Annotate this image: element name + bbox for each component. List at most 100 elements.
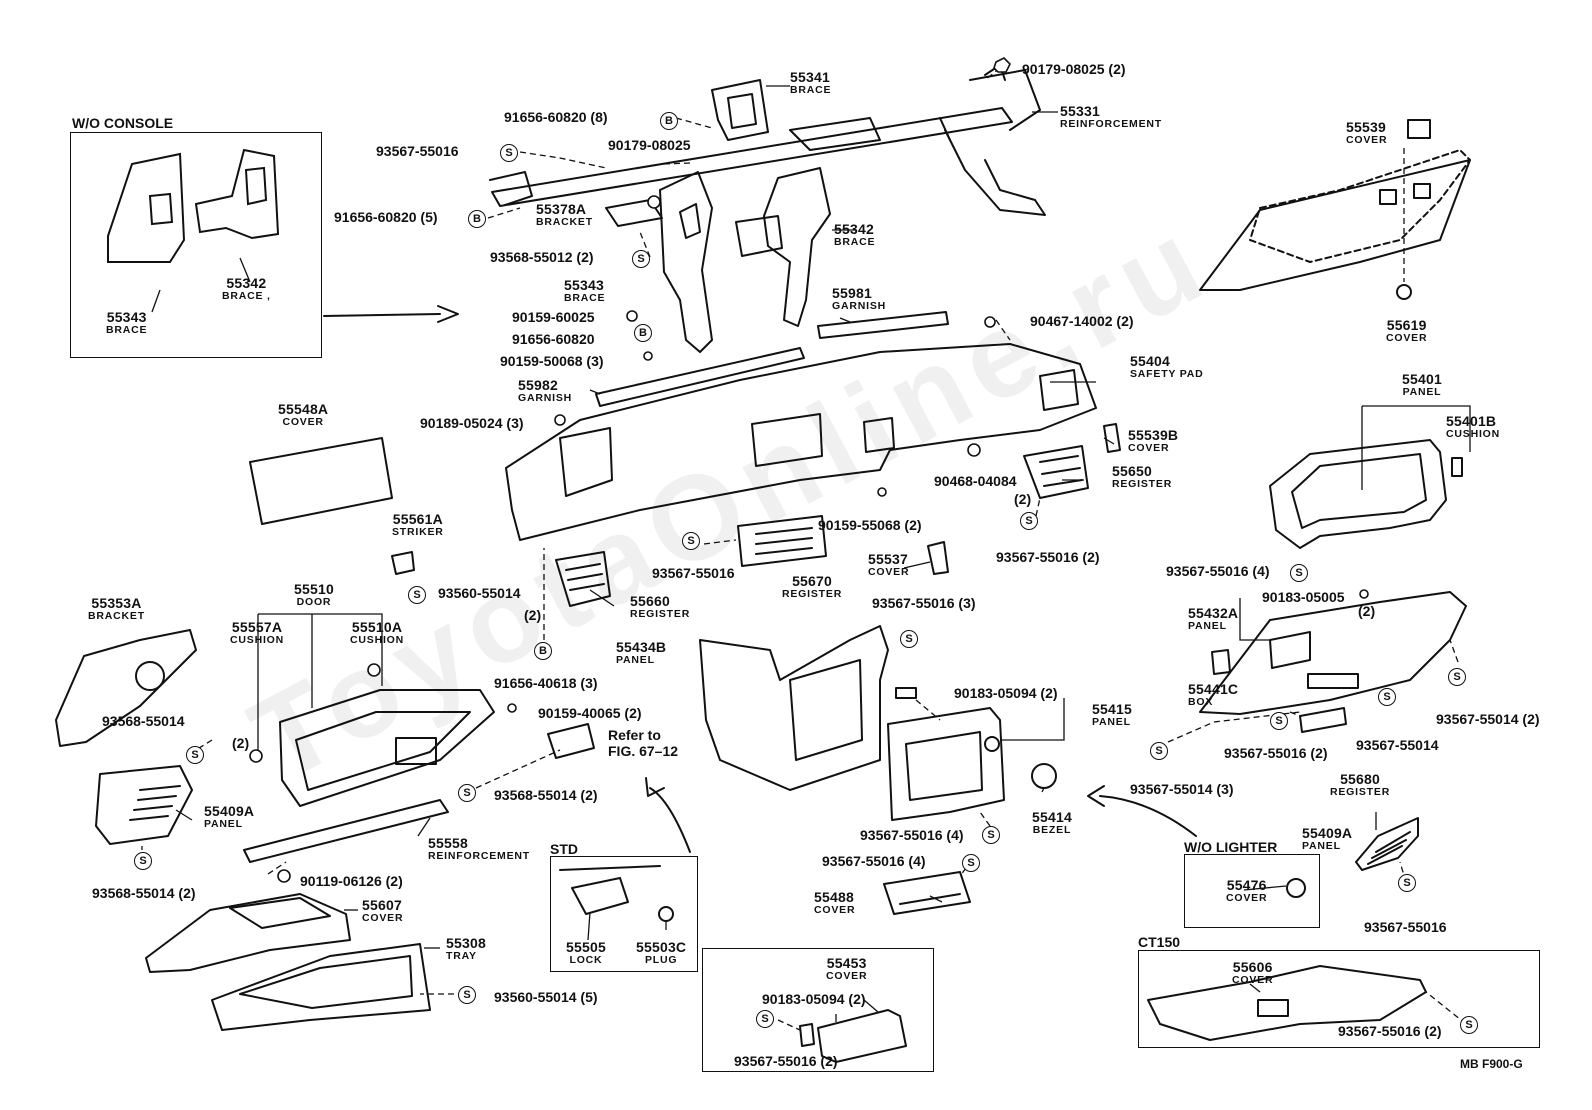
tray-55308-drawing [211,943,431,1031]
b-callout: B [660,112,678,130]
reinforcement-55331-drawing [489,64,1046,216]
fastener-90179-08025-2: 90179-08025 (2) [1022,61,1126,77]
brace-55342-drawing [735,167,831,327]
inset-std [550,856,698,972]
reinforcement-55558-drawing [243,799,449,863]
fastener-93568-55014: 93568-55014 [102,713,185,729]
nut-icon [967,443,981,457]
fastener-93568-55014-2-b: 93568-55014 (2) [92,885,196,901]
b-callout: B [534,642,552,660]
solid-leaders [151,85,1471,1022]
panel-55415-drawing [887,707,1005,821]
s-callout: S [500,144,518,162]
s-callout: S [1150,742,1168,760]
s-callout: S [134,852,152,870]
panel-55409a-right-drawing [1355,817,1419,871]
lock-assembly-drawing [547,723,595,759]
fastener-90183-05005-qty: (2) [1358,603,1376,619]
register-55650-drawing [1023,445,1089,499]
fastener-90159-50068-3: 90159-50068 (3) [500,353,604,369]
fastener-90189-05024-3: 90189-05024 (3) [420,415,524,431]
nut-icon [993,57,1011,73]
garnish-55981-drawing [817,311,949,339]
fastener-93567-55014-a: 93567-55014 [1356,737,1439,753]
s-callout: S [962,854,980,872]
inset-title-wo-console: W/O CONSOLE [72,115,174,131]
cover-55488-drawing [883,871,971,915]
screw-icon [643,351,653,361]
fastener-91656-60820-8: 91656-60820 (8) [504,109,608,125]
s-callout: S [458,986,476,1004]
fastener-93567-55016-c: 93567-55016 [1364,919,1447,935]
screw-icon [507,703,517,713]
fastener-90183-05094-2-a: 90183-05094 (2) [954,685,1058,701]
fastener-91656-60820: 91656-60820 [512,331,595,347]
fastener-93568-55014-2-a: 93568-55014 (2) [494,787,598,803]
refer-note: Refer to FIG. 67–12 [608,727,679,759]
s-callout: S [1020,512,1038,530]
nut-90183-05094-drawing [895,687,917,699]
cover-55548a-drawing [249,437,393,525]
s-callout: S [1378,688,1396,706]
figure-code: MB F900-G [1460,1057,1523,1071]
cover-55476-drawing [1286,878,1306,898]
cover-55607-drawing [145,893,351,973]
cover-55539b-drawing [1103,423,1121,453]
register-55670-drawing [737,515,827,567]
nut-icon [1359,589,1369,599]
garnish-55982-drawing [595,347,805,407]
plug-55503c-drawing [658,906,674,922]
brace-55341-drawing [711,79,769,141]
inset-ct150 [1138,950,1540,1048]
b-callout: B [634,324,652,342]
fastener-93567-55016-2-d: 93567-55016 (2) [1338,1023,1442,1039]
inset-title-std: STD [550,841,578,857]
screw-icon [277,869,291,883]
cover-55606-drawing [1147,965,1427,1041]
s-callout: S [1290,564,1308,582]
direction-arrows [323,305,1197,853]
fastener-93567-55014-2: 93567-55014 (2) [1436,711,1540,727]
fastener-90468-04084-qty: (2) [1014,491,1032,507]
bracket-55353a-drawing [55,629,197,747]
box-55441c-drawing [1211,649,1231,675]
s-callout: S [632,250,650,268]
safety-pad-55404-drawing [505,343,1097,541]
striker-55561a-drawing [391,551,415,575]
fastener-93567-55016-2-c: 93567-55016 (2) [734,1053,838,1069]
cover-55539-drawing [1199,119,1471,291]
fastener-90468-04084: 90468-04084 [934,473,1017,489]
fastener-91656-60820-5: 91656-60820 (5) [334,209,438,225]
inset-title-ct150: CT150 [1138,934,1181,950]
fastener-93567-55016-2-a: 93567-55016 (2) [996,549,1100,565]
cushion-55401b-drawing [1451,457,1463,477]
b-callout: B [468,210,486,228]
fastener-93568-55014-qty: (2) [232,735,250,751]
